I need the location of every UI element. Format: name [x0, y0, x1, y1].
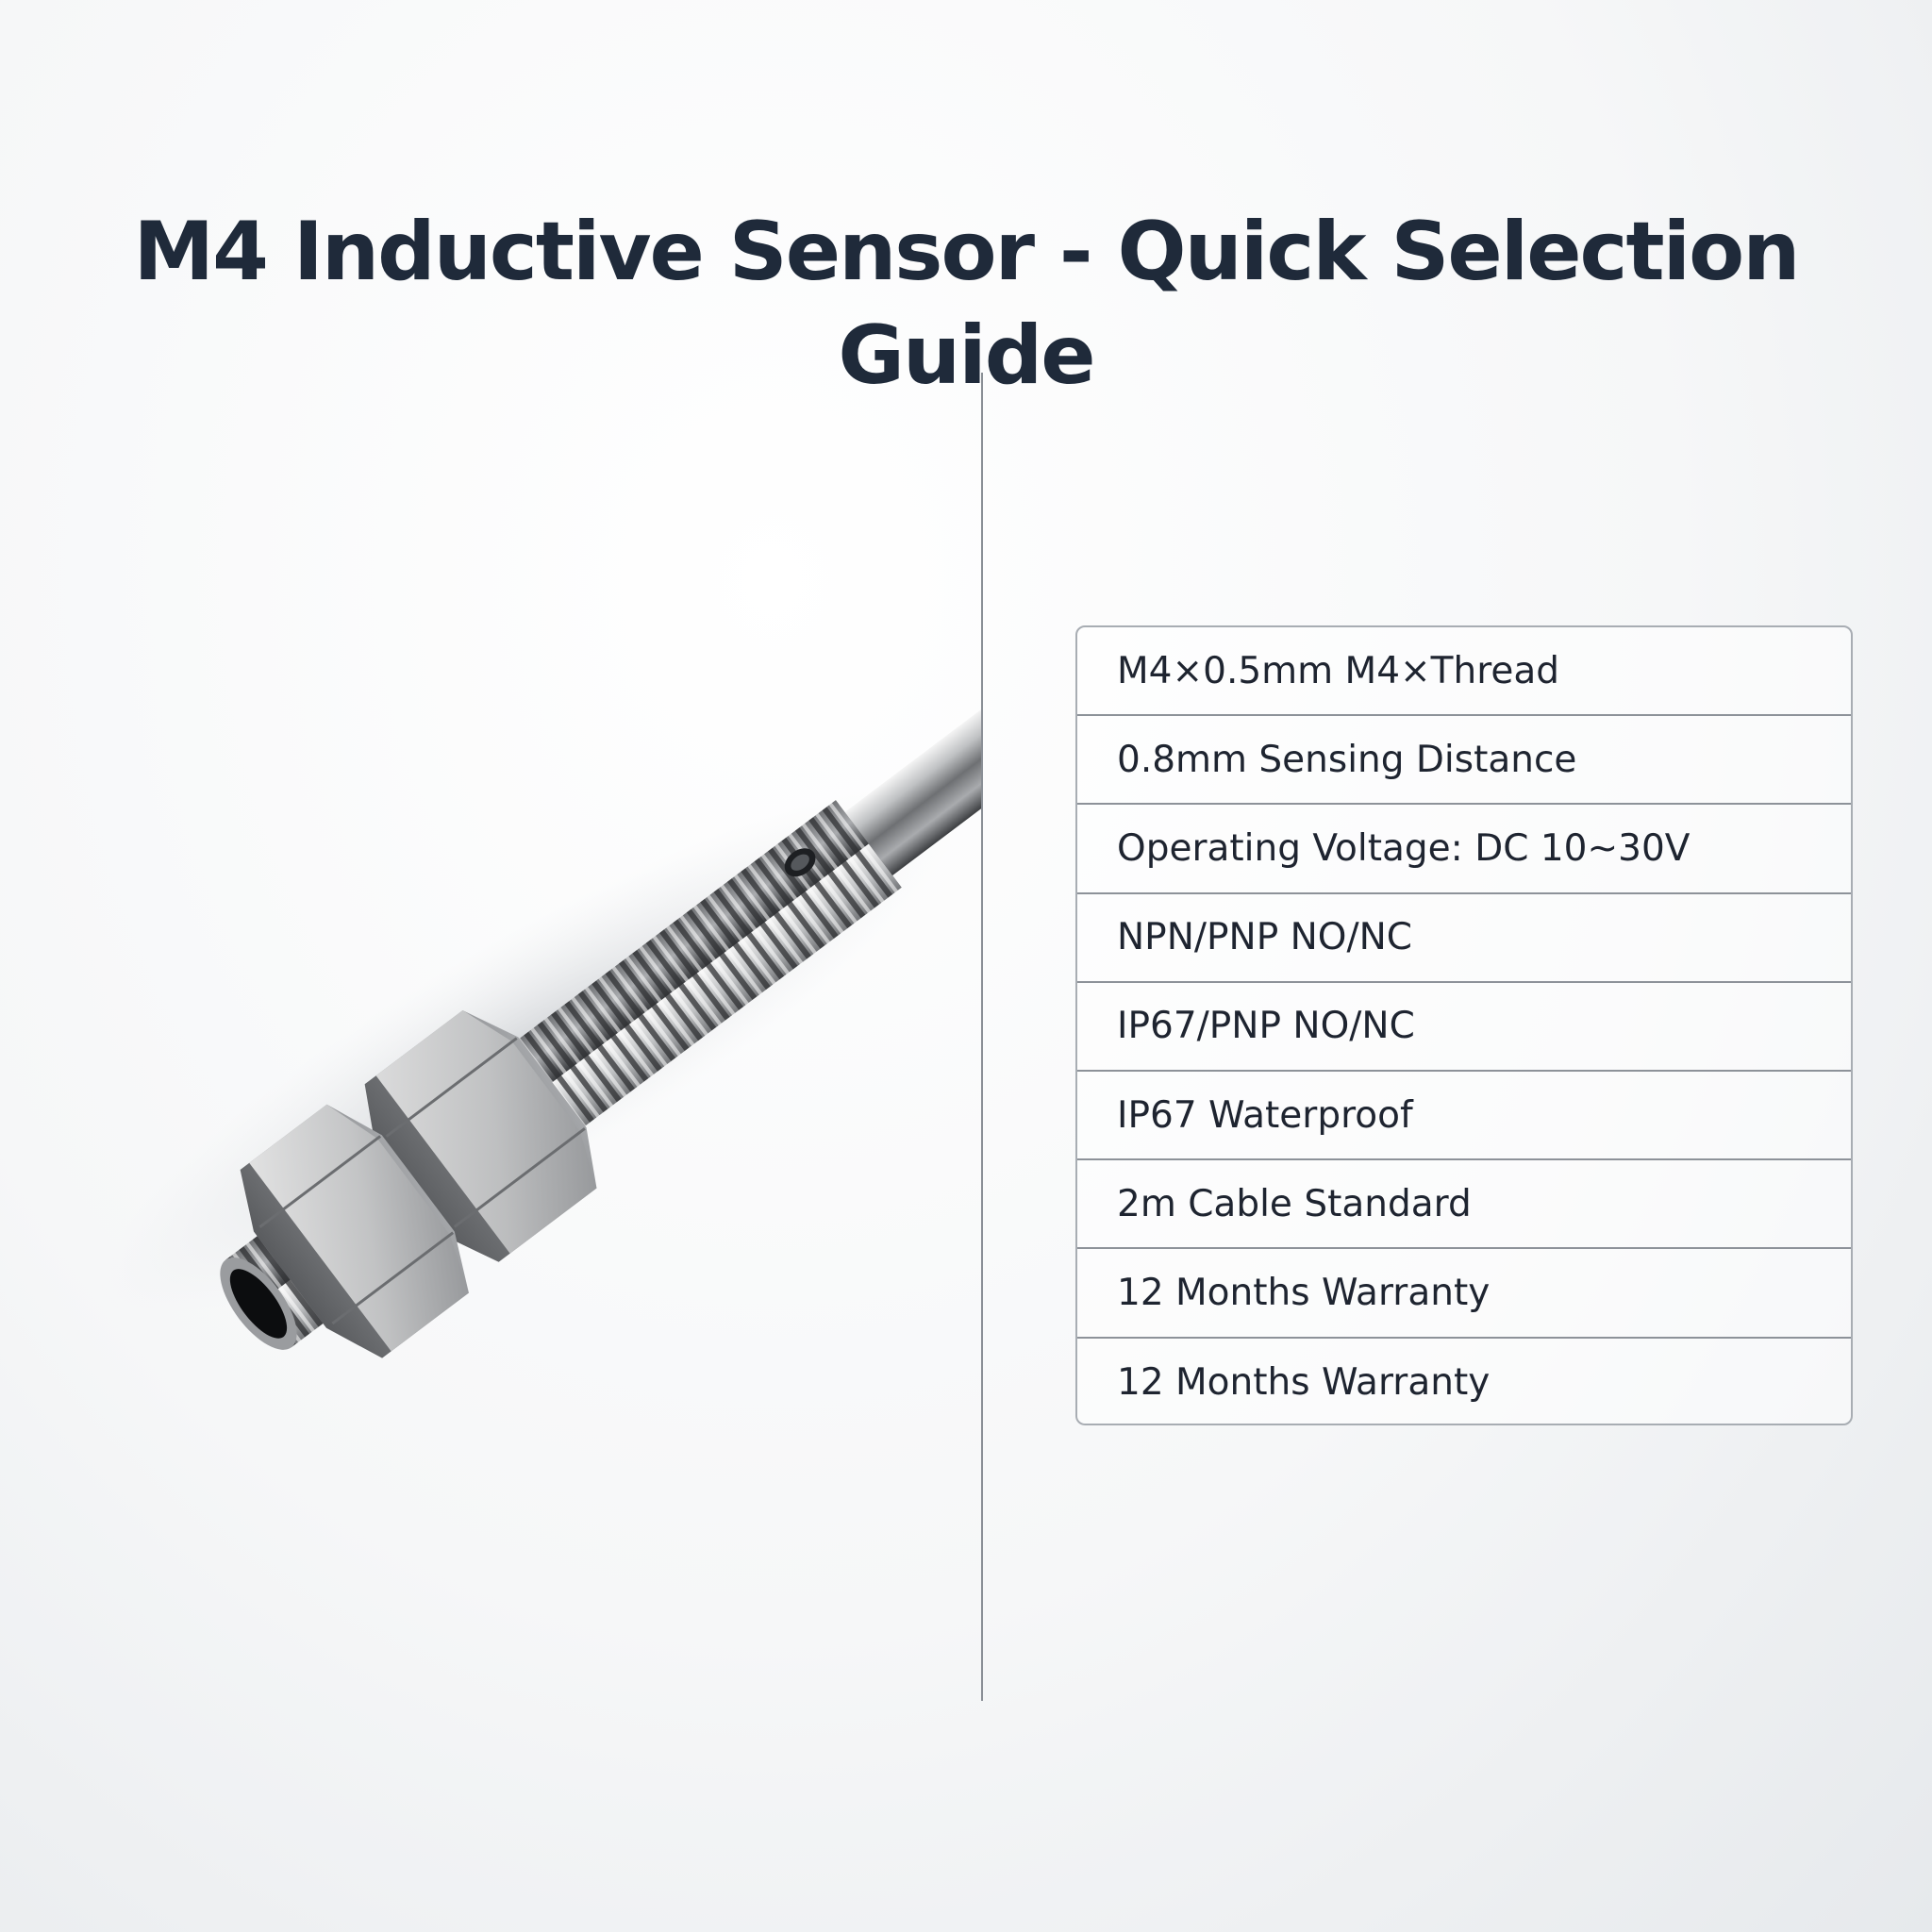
- spec-row-thread: M4×0.5mm M4×Thread: [1077, 627, 1851, 717]
- sensor-product-image: [99, 499, 981, 1358]
- spec-voltage: Operating Voltage: DC 10~30V: [1117, 826, 1690, 870]
- spec-row-sensing-distance: 0.8mm Sensing Distance: [1077, 716, 1851, 806]
- spec-row-voltage: Operating Voltage: DC 10~30V: [1077, 805, 1851, 894]
- spec-thread: M4×0.5mm M4×Thread: [1117, 649, 1560, 692]
- spec-warranty: 12 Months Warranty: [1117, 1271, 1491, 1314]
- spec-row-warranty-2: 12 Months Warranty: [1077, 1339, 1851, 1424]
- vertical-divider: [981, 373, 983, 1701]
- spec-row-output-type: NPN/PNP NO/NC: [1077, 894, 1851, 983]
- spec-cable: 2m Cable Standard: [1117, 1182, 1472, 1225]
- spec-output-type: NPN/PNP NO/NC: [1117, 916, 1413, 959]
- spec-row-cable: 2m Cable Standard: [1077, 1160, 1851, 1250]
- spec-waterproof: IP67 Waterproof: [1117, 1093, 1413, 1137]
- spec-ip-output: IP67/PNP NO/NC: [1117, 1005, 1415, 1048]
- spec-row-ip-output: IP67/PNP NO/NC: [1077, 983, 1851, 1072]
- page-title: M4 Inductive Sensor - Quick Selection Gu…: [133, 205, 1801, 403]
- spec-row-waterproof: IP67 Waterproof: [1077, 1072, 1851, 1161]
- spec-table: M4×0.5mm M4×Thread 0.8mm Sensing Distanc…: [1075, 625, 1853, 1425]
- spec-sensing-distance: 0.8mm Sensing Distance: [1117, 738, 1577, 781]
- spec-warranty-2: 12 Months Warranty: [1117, 1361, 1491, 1405]
- spec-row-warranty: 12 Months Warranty: [1077, 1249, 1851, 1339]
